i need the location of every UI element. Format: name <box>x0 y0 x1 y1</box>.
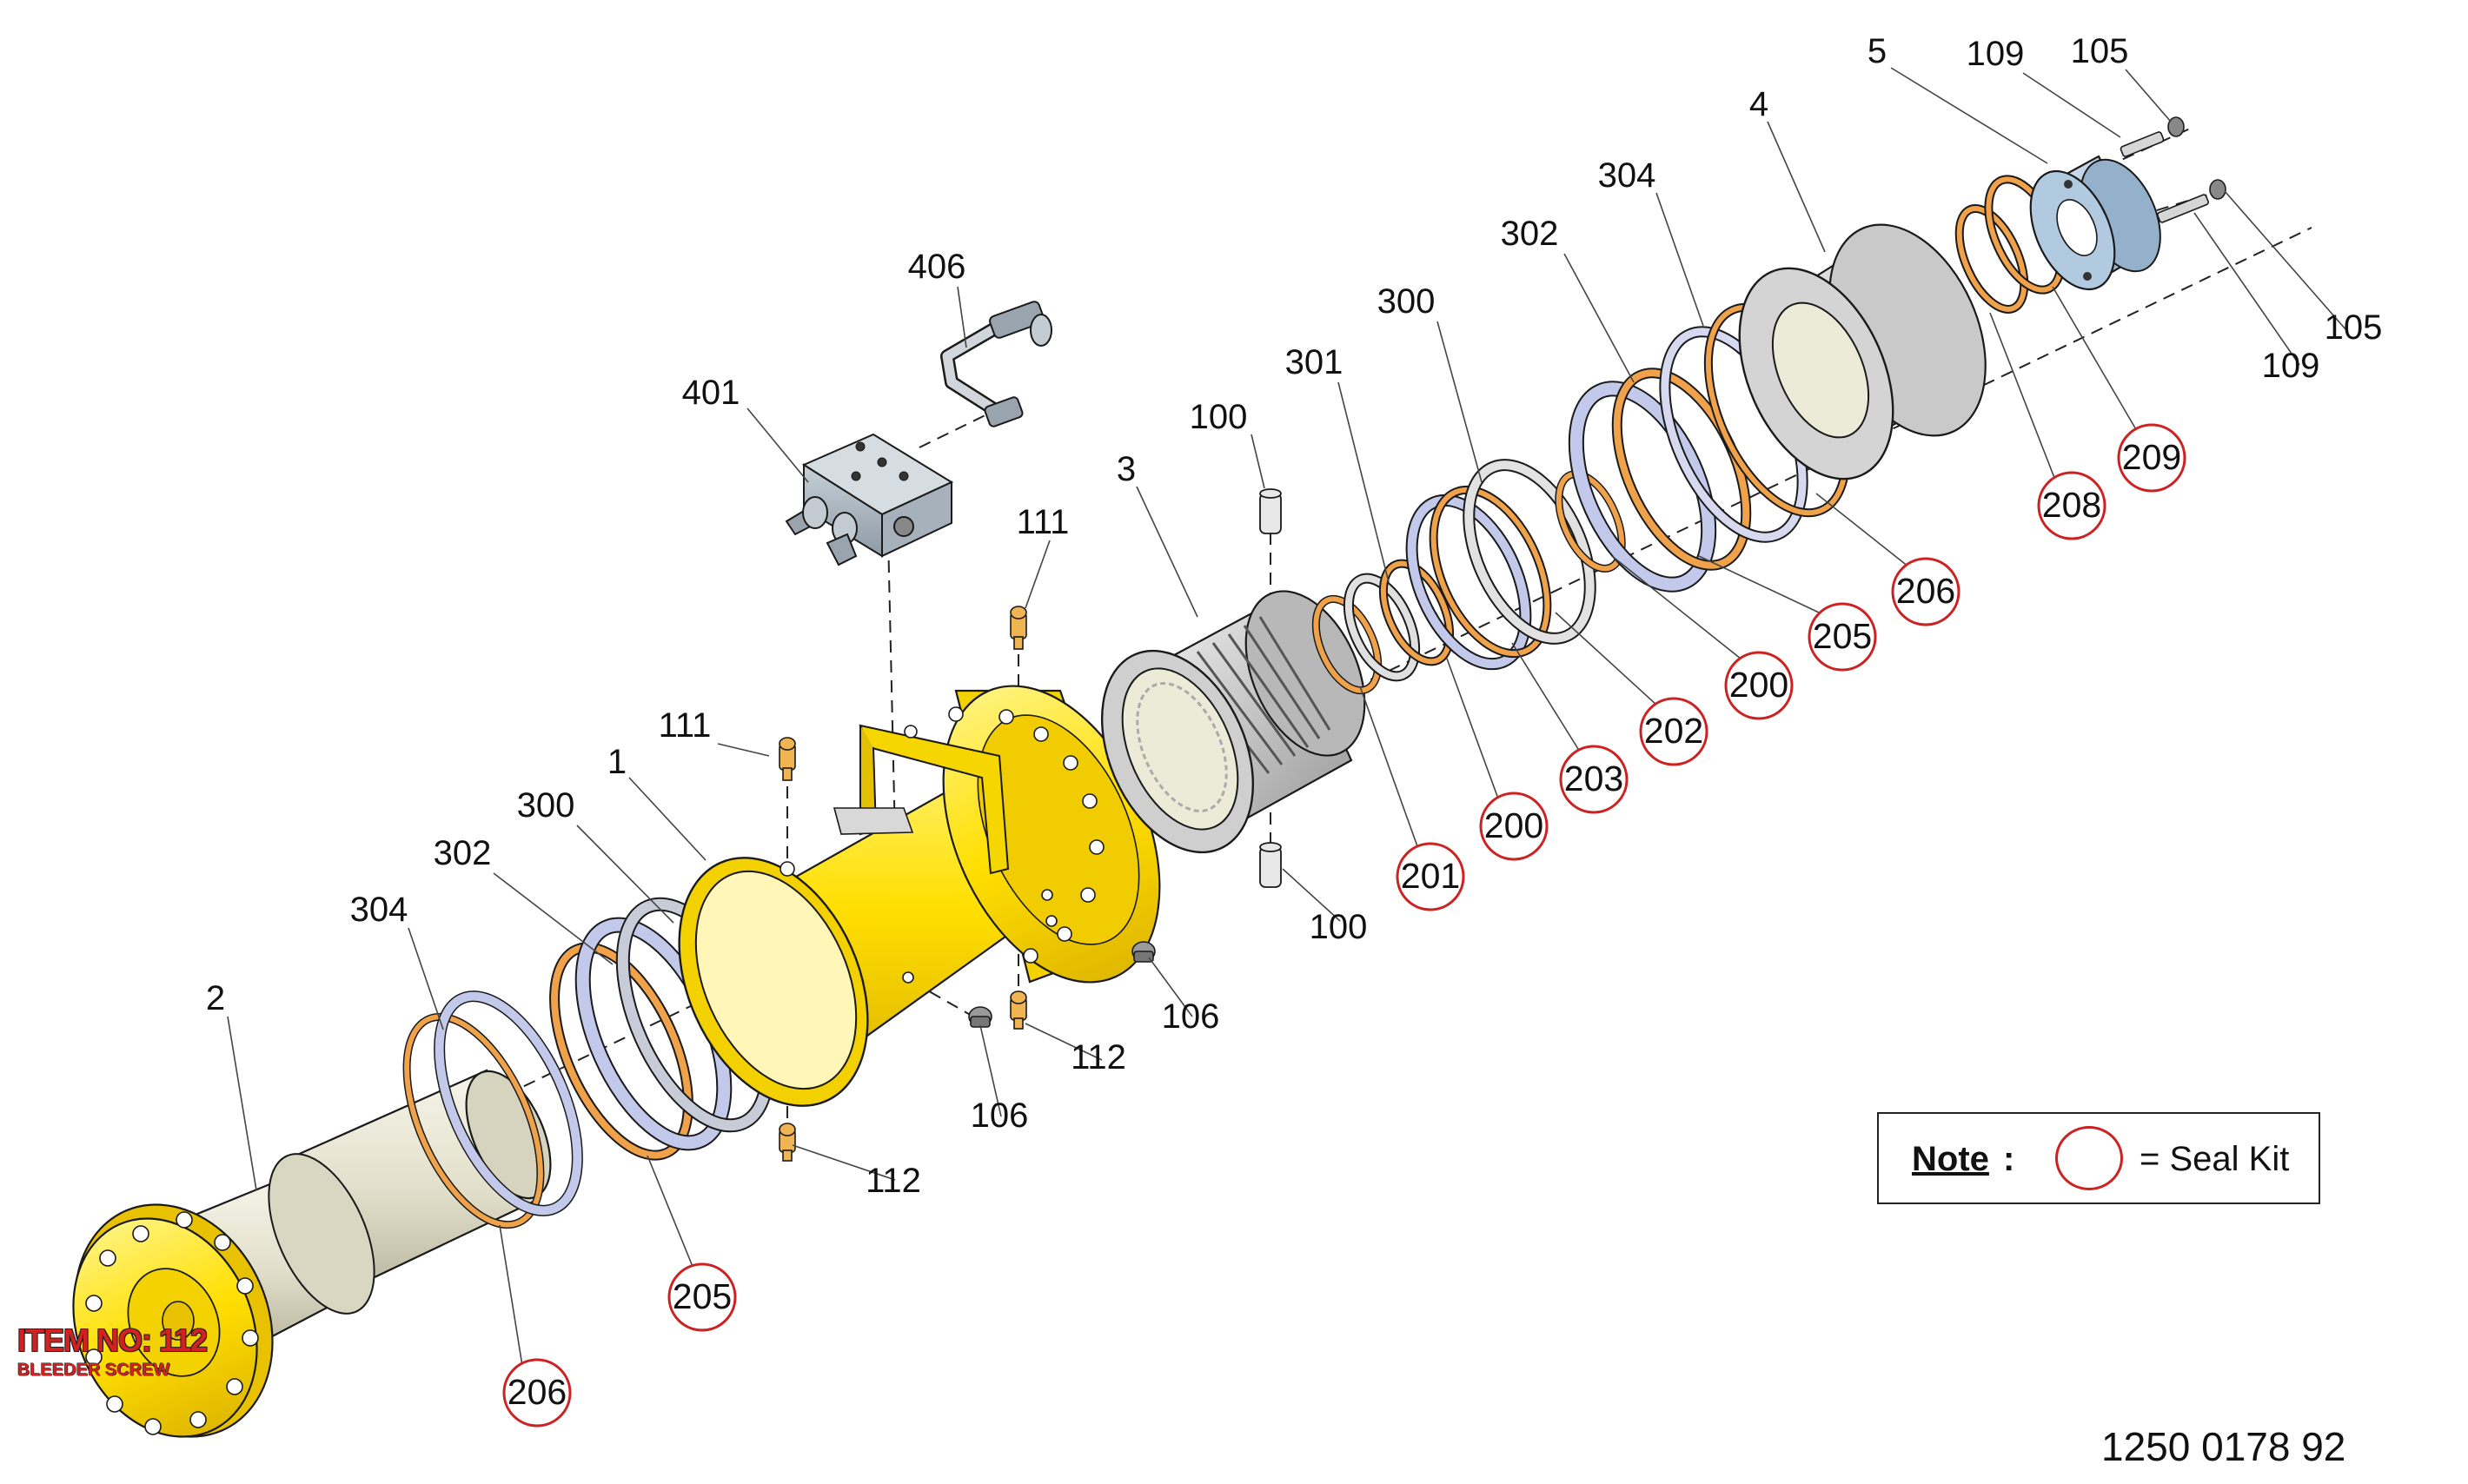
end-cap-part-5 <box>2029 155 2161 291</box>
seal-kit-label-205: 205 <box>667 1262 737 1332</box>
dowel-pins-100 <box>1259 488 1282 888</box>
seal-kit-circle-icon <box>1396 842 1465 911</box>
part-label-401: 401 <box>682 374 740 412</box>
note-label: Note <box>1912 1140 1989 1178</box>
part-label-4: 4 <box>1749 85 1768 123</box>
seal-kit-labels: 205 206 201 200 203 202 200 205 206 208 209 <box>502 423 2186 1428</box>
part-label-111: 111 <box>1017 503 1070 541</box>
seal-kit-number: 209 <box>2122 437 2181 477</box>
seal-kit-circle-icon <box>2037 471 2106 540</box>
item-callout-description: BLEEDER SCREW <box>17 1361 170 1380</box>
seal-kit-label-201: 201 <box>1396 842 1465 911</box>
part-label-3: 3 <box>1117 450 1136 488</box>
seal-kit-label-206: 206 <box>502 1358 572 1428</box>
part-label-105: 105 <box>2071 32 2129 70</box>
seal-kit-circle-icon <box>1559 745 1629 814</box>
note-text: = Seal Kit <box>2140 1140 2290 1178</box>
part-label-304: 304 <box>1598 156 1656 195</box>
seal-kit-number: 205 <box>1813 616 1872 656</box>
part-label-111: 111 <box>659 706 712 745</box>
leader-lines <box>227 67 2347 1372</box>
seal-kit-note: Note : = Seal Kit <box>1877 1112 2320 1204</box>
seal-kit-circle-icon <box>1639 697 1708 766</box>
part-label-2: 2 <box>206 979 225 1017</box>
seal-kit-number: 202 <box>1644 711 1703 751</box>
cylinder-body-part-1 <box>678 685 1161 1107</box>
seal-kit-number: 201 <box>1401 856 1460 896</box>
seal-kit-label-206: 206 <box>1891 557 1960 626</box>
part-label-109: 109 <box>2262 347 2320 385</box>
seal-kit-number: 205 <box>673 1276 732 1316</box>
right-seal-group <box>1954 175 2066 314</box>
seal-kit-circle-icon <box>502 1358 572 1428</box>
hose-406 <box>940 301 1052 427</box>
seal-kit-circle-icon <box>667 1262 737 1332</box>
part-label-5: 5 <box>1868 32 1887 70</box>
seal-kit-number: 200 <box>1484 805 1543 845</box>
seal-kit-number: 206 <box>1896 571 1955 611</box>
seal-kit-label-209: 209 <box>2117 423 2186 493</box>
part-label-406: 406 <box>908 248 966 286</box>
part-label-112: 112 <box>1071 1038 1126 1077</box>
seal-kit-label-200: 200 <box>1479 792 1549 861</box>
part-label-112: 112 <box>866 1162 921 1200</box>
note-colon: : <box>2003 1140 2015 1178</box>
seal-kit-number: 200 <box>1729 665 1788 705</box>
part-label-304: 304 <box>350 891 408 929</box>
seal-kit-number: 203 <box>1564 759 1623 798</box>
part-label-302: 302 <box>434 834 492 872</box>
seal-kit-label-202: 202 <box>1639 697 1708 766</box>
gland-part-3 <box>1100 590 1366 854</box>
fittings <box>779 606 1027 1162</box>
part-label-302: 302 <box>1501 215 1559 253</box>
item-callout-title: ITEM NO: 112 <box>17 1322 208 1358</box>
seal-kit-circle-icon <box>2055 1126 2123 1190</box>
part-label-301: 301 <box>1285 343 1343 381</box>
plugs-106 <box>968 941 1156 1028</box>
end-gland-part-4 <box>1738 223 1987 480</box>
seal-kit-circle-icon <box>1724 651 1794 720</box>
part-label-100: 100 <box>1310 908 1368 946</box>
part-label-100: 100 <box>1190 398 1248 436</box>
seal-kit-number: 208 <box>2042 485 2101 525</box>
screws-109-105 <box>2120 116 2226 223</box>
seal-kit-label-208: 208 <box>2037 471 2106 540</box>
seal-kit-label-200: 200 <box>1724 651 1794 720</box>
drawing-number: 1250 0178 92 <box>2101 1424 2346 1469</box>
seal-kit-label-205: 205 <box>1808 602 1877 672</box>
middle-seal-group <box>1311 302 1851 695</box>
seal-kit-circle-icon <box>2117 423 2186 493</box>
piston-rod-part-2 <box>72 1069 552 1438</box>
seal-kit-number: 206 <box>508 1372 567 1412</box>
part-label-1: 1 <box>607 743 627 781</box>
part-label-109: 109 <box>1967 35 2025 73</box>
part-label-105: 105 <box>2325 308 2383 347</box>
manifold-block-401 <box>785 433 954 566</box>
seal-kit-circle-icon <box>1479 792 1549 861</box>
part-label-106: 106 <box>971 1096 1029 1135</box>
part-number-labels: 2304302300111140140611131003013003023044… <box>206 32 2383 1200</box>
seal-kit-circle-icon <box>1808 602 1877 672</box>
part-label-106: 106 <box>1162 997 1220 1036</box>
part-label-300: 300 <box>1377 282 1436 321</box>
seal-kit-circle-icon <box>1891 557 1960 626</box>
seal-kit-label-203: 203 <box>1559 745 1629 814</box>
part-label-300: 300 <box>517 786 575 825</box>
